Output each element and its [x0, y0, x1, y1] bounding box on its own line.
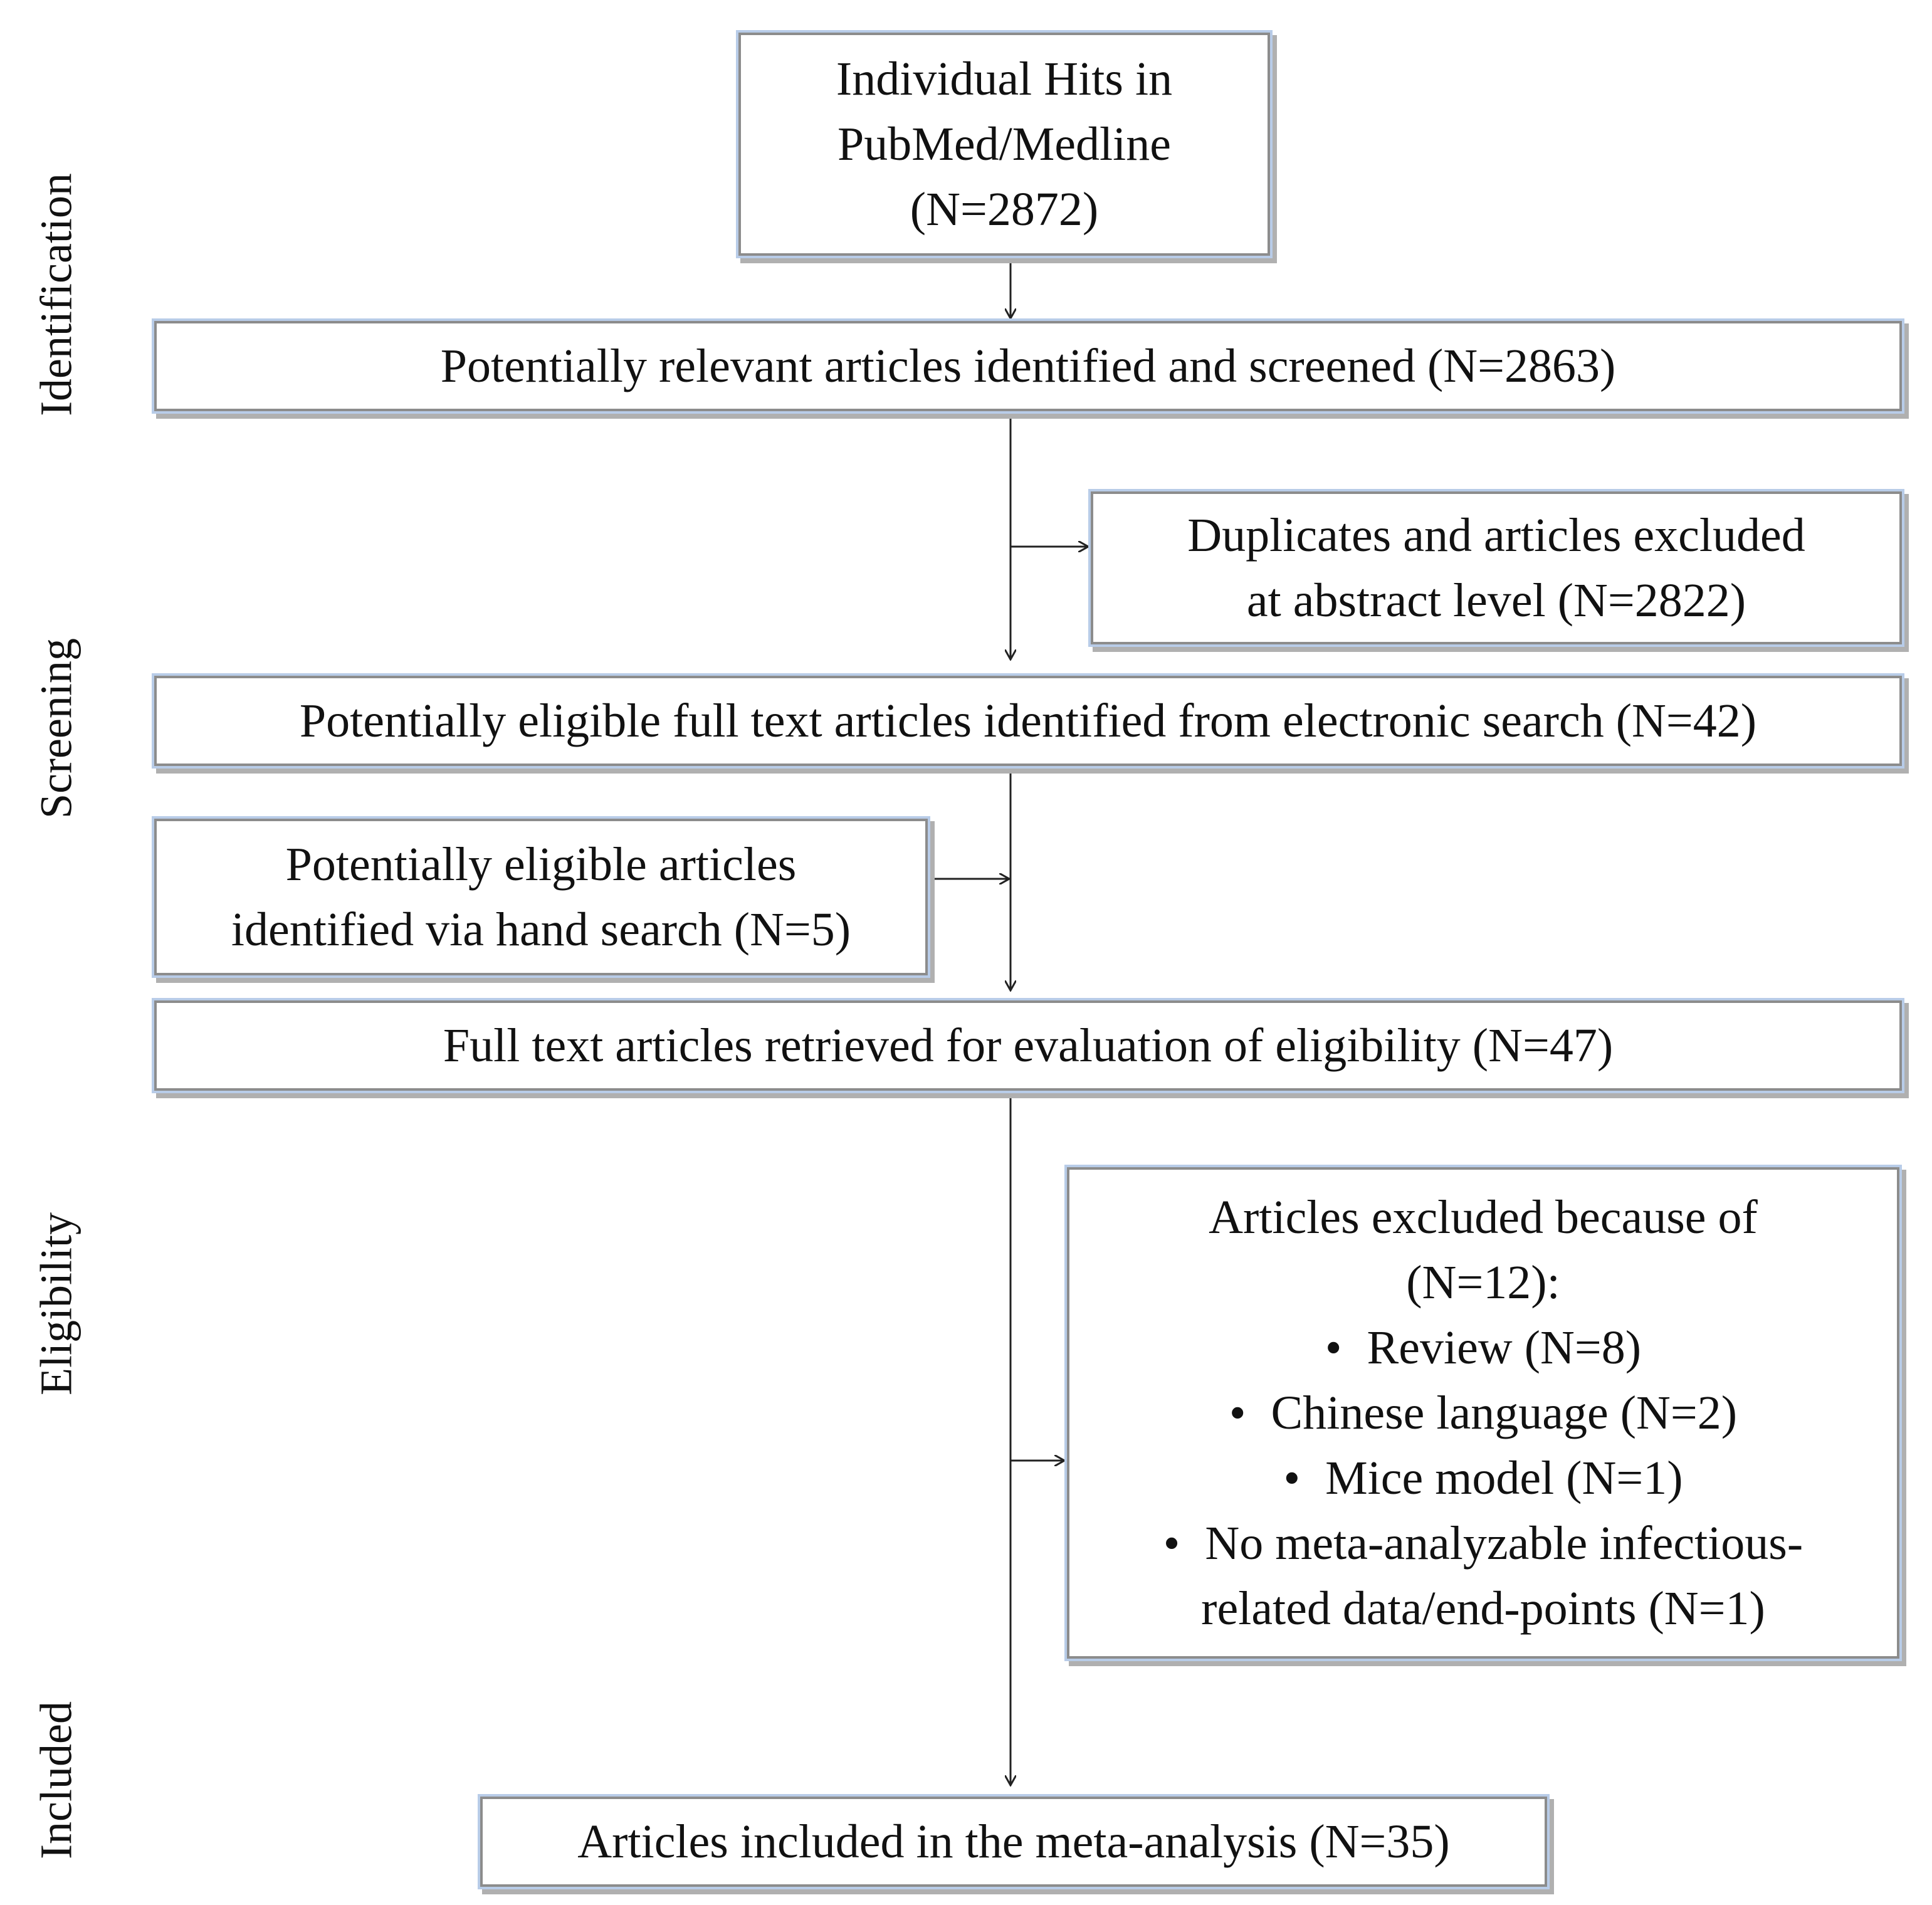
list-item: • No meta-analyzable infectious- — [1163, 1511, 1803, 1576]
hits-line: Individual Hits in — [836, 53, 1173, 105]
bullet-icon: • — [1325, 1321, 1342, 1374]
hits-line: (N=2872) — [910, 183, 1099, 236]
hand-search-line: identified via hand search (N=5) — [231, 903, 851, 956]
exclusion-reasons-list: • Review (N=8) • Chinese language (N=2) • M… — [1163, 1315, 1803, 1576]
reason-continuation: related data/end-points (N=1) — [1201, 1582, 1765, 1635]
bullet-icon: • — [1283, 1452, 1301, 1504]
box-screened: Potentially relevant articles identified… — [154, 321, 1902, 411]
box-pubmed-hits: Individual Hits in PubMed/Medline (N=287… — [738, 33, 1270, 256]
bullet-icon: • — [1163, 1517, 1180, 1570]
bullet-icon: • — [1229, 1387, 1246, 1439]
screened-text: Potentially relevant articles identified… — [440, 340, 1616, 392]
list-item: • Review (N=8) — [1163, 1315, 1803, 1380]
duplicates-line: Duplicates and articles excluded — [1187, 509, 1805, 562]
electronic-text: Potentially eligible full text articles … — [299, 695, 1757, 747]
hand-search-line: Potentially eligible articles — [285, 838, 797, 891]
included-text: Articles included in the meta-analysis (… — [577, 1815, 1450, 1868]
excluded-heading: Articles excluded because of — [1209, 1191, 1758, 1244]
box-electronic-search: Potentially eligible full text articles … — [154, 676, 1902, 766]
excluded-heading: (N=12): — [1406, 1256, 1560, 1309]
box-full-text-retrieved: Full text articles retrieved for evaluat… — [154, 1000, 1902, 1091]
box-duplicates-excluded: Duplicates and articles excluded at abst… — [1091, 491, 1902, 644]
box-articles-included: Articles included in the meta-analysis (… — [480, 1797, 1547, 1887]
stage-label-included: Included — [31, 1701, 81, 1859]
box-articles-excluded: Articles excluded because of (N=12): • Re… — [1067, 1167, 1899, 1659]
list-item: • Mice model (N=1) — [1163, 1446, 1803, 1511]
retrieved-text: Full text articles retrieved for evaluat… — [443, 1019, 1614, 1072]
box-hand-search: Potentially eligible articles identified… — [154, 819, 928, 975]
hits-line: PubMed/Medline — [837, 118, 1171, 171]
stage-label-eligibility: Eligibility — [31, 1212, 81, 1396]
reason-text: No meta-analyzable infectious- — [1205, 1517, 1803, 1570]
list-item: • Chinese language (N=2) — [1163, 1380, 1803, 1446]
reason-text: Chinese language (N=2) — [1271, 1387, 1738, 1439]
reason-text: Mice model (N=1) — [1325, 1452, 1683, 1504]
stage-label-screening: Screening — [31, 638, 81, 819]
reason-text: Review (N=8) — [1367, 1321, 1642, 1374]
duplicates-line: at abstract level (N=2822) — [1246, 574, 1746, 627]
stage-label-identification: Identification — [31, 173, 81, 416]
